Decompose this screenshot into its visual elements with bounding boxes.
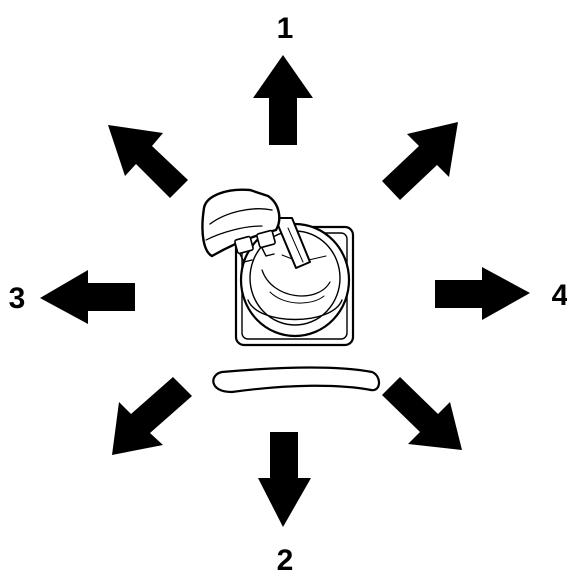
palm-rest-icon [213,368,379,393]
arrow-up [253,55,313,145]
arrow-down-right [382,377,462,450]
arrow-left [40,270,135,324]
label-down: 2 [277,544,294,575]
label-left: 3 [9,282,26,315]
label-up: 1 [277,12,294,45]
label-right: 4 [552,279,567,312]
arrow-down-left [112,377,192,455]
arrow-down [258,432,311,527]
arrow-right [435,267,530,320]
joystick-control-icon [202,190,353,345]
arrow-up-left [108,125,188,198]
arrow-up-right [382,122,458,200]
